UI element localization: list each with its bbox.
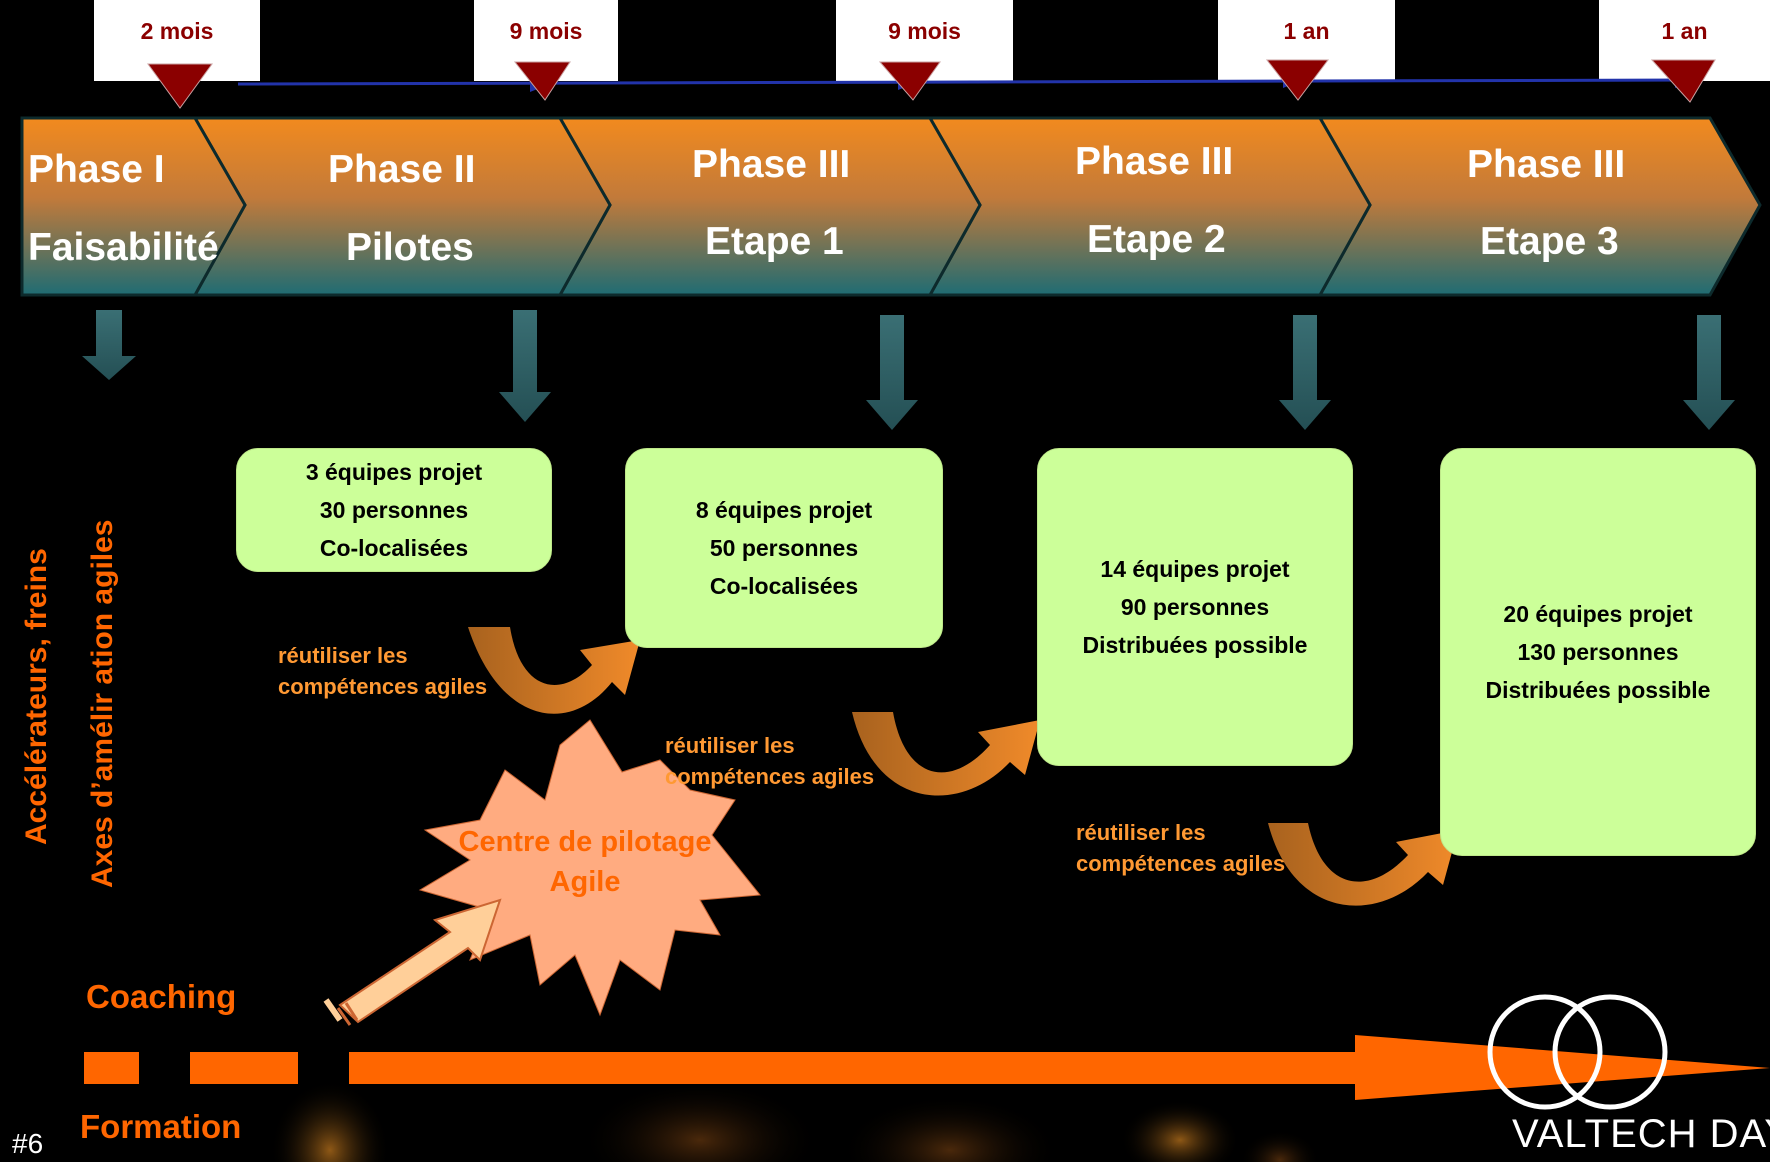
side-label-brakes: Accélérateurs, freins: [20, 548, 53, 845]
box-teams: 20 équipes projet: [1503, 601, 1693, 627]
duration-label: 9 mois: [836, 0, 1013, 81]
box-mode: Co-localisées: [319, 535, 469, 561]
box-people: 90 personnes: [1120, 594, 1270, 620]
timeline-line: [237, 78, 1691, 86]
down-arrow-icon: [82, 310, 1735, 430]
phase-subtitle: Etape 1: [705, 220, 844, 263]
center-label-line: Agile: [549, 866, 621, 898]
reuse-label-line: compétences agiles: [278, 674, 488, 699]
box-people: 30 personnes: [319, 497, 469, 523]
formation-label: Formation: [80, 1108, 242, 1145]
phase-subtitle: Etape 2: [1087, 218, 1226, 261]
formation-arrow: [84, 1035, 1770, 1100]
box-teams: 8 équipes projet: [695, 497, 873, 523]
box-mode: Co-localisées: [709, 573, 859, 599]
center-starburst: [418, 719, 761, 1017]
box-people: 50 personnes: [709, 535, 859, 561]
reuse-label-line: réutiliser les: [665, 733, 795, 758]
phase-title: Phase II: [328, 148, 476, 191]
reuse-label: réutiliser les compétences agiles: [1076, 817, 1285, 879]
side-label-axes: Axes d’amélir ation agiles: [86, 519, 119, 888]
reuse-label-line: compétences agiles: [1076, 851, 1286, 876]
box-mode: Distribuées possible: [1082, 632, 1308, 658]
coaching-arrow-icon: [323, 898, 502, 1026]
phase-summary-box: 8 équipes projet 50 personnes Co-localis…: [625, 448, 943, 648]
box-teams: 3 équipes projet: [305, 459, 483, 485]
phase-timeline: [20, 59, 1762, 297]
box-mode: Distribuées possible: [1485, 677, 1711, 703]
valtech-logo-icon: [1487, 994, 1668, 1110]
phase-chevron: [20, 116, 1762, 297]
phase-summary-box: 14 équipes projet 90 personnes Distribué…: [1037, 448, 1353, 766]
reuse-label-line: compétences agiles: [665, 764, 875, 789]
reuse-label: réutiliser les compétences agiles: [665, 730, 874, 792]
phase-title: Phase III: [1467, 143, 1626, 186]
slide-number: #6: [12, 1128, 44, 1159]
phase-subtitle: Pilotes: [346, 226, 474, 269]
phase-title: Phase I: [28, 148, 165, 191]
milestone-marker: [147, 59, 1716, 109]
phase-subtitle: Faisabilité: [28, 226, 219, 269]
box-teams: 14 équipes projet: [1100, 556, 1290, 582]
coaching-label: Coaching: [86, 978, 237, 1015]
phase-summary-box: 3 équipes projet 30 personnes Co-localis…: [236, 448, 552, 572]
reuse-label-line: réutiliser les: [1076, 820, 1206, 845]
center-label-line: Centre de pilotage: [458, 826, 712, 858]
phase-title: Phase III: [692, 143, 851, 186]
phase-subtitle: Etape 3: [1480, 220, 1619, 263]
reuse-label: réutiliser les compétences agiles: [278, 640, 487, 702]
reuse-label-line: réutiliser les: [278, 643, 408, 668]
duration-label: 1 an: [1599, 0, 1770, 81]
box-people: 130 personnes: [1517, 639, 1679, 665]
center-label: Centre de pilotage Agile: [450, 822, 720, 902]
phase-title: Phase III: [1075, 140, 1234, 183]
reuse-curve-arrow: [468, 627, 1458, 906]
valtech-logo-text: VALTECH DAYS: [1512, 1112, 1770, 1156]
phase-summary-box: 20 équipes projet 130 personnes Distribu…: [1440, 448, 1756, 856]
